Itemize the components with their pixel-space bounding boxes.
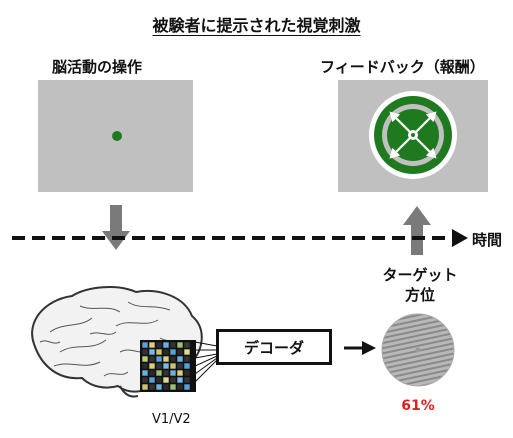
figure-title: 被験者に提示された視覚刺激 xyxy=(152,16,361,35)
fixation-dot xyxy=(112,131,122,141)
down-arrow-icon xyxy=(102,205,130,250)
right-panel-label: フィードバック（報酬） xyxy=(320,58,485,76)
left-panel-label: 脳活動の操作 xyxy=(52,58,143,76)
decoder-label: デコーダ xyxy=(243,338,304,357)
up-arrow-icon xyxy=(403,206,431,255)
target-label-line2: 方位 xyxy=(404,286,435,304)
target-percent: 61% xyxy=(401,398,435,414)
v1-v2-label: V1/V2 xyxy=(152,412,191,427)
grating-stimulus xyxy=(381,313,455,387)
timeline-graphic xyxy=(12,205,468,255)
voxel-grid xyxy=(140,340,196,392)
connection-lines xyxy=(195,341,218,383)
time-label: 時間 xyxy=(472,231,503,249)
decoder-box: デコーダ xyxy=(216,329,332,365)
stimulus-panel-right xyxy=(338,80,488,192)
feedback-disc xyxy=(369,91,457,179)
target-label-line1: ターゲット xyxy=(382,266,458,284)
right-arrow-icon xyxy=(344,341,376,355)
stimulus-panel-left xyxy=(38,80,193,192)
